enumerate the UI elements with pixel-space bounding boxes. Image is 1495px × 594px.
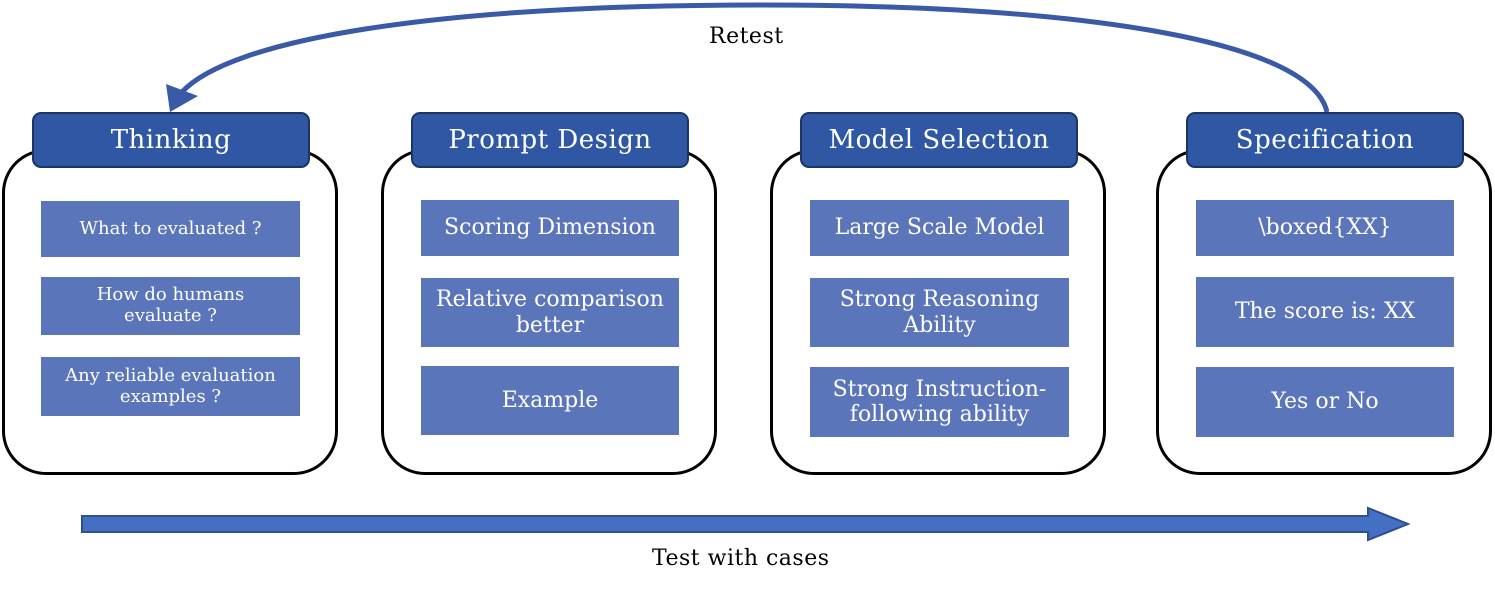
specification-item-2: The score is: XX xyxy=(1196,277,1454,347)
specification-item-3: Yes or No xyxy=(1196,367,1454,437)
test-with-cases-label: Test with cases xyxy=(652,546,830,571)
model-selection-item-2: Strong Reasoning Ability xyxy=(810,278,1069,347)
model-selection-item-1: Large Scale Model xyxy=(810,200,1069,256)
thinking-item-2: How do humans evaluate ? xyxy=(41,277,300,335)
model-selection-title: Model Selection xyxy=(800,112,1078,168)
test-arrow xyxy=(81,506,1411,542)
prompt-design-item-2: Relative comparison better xyxy=(421,278,679,347)
specification-title: Specification xyxy=(1186,112,1464,168)
model-selection-item-3: Strong Instruction-following ability xyxy=(810,367,1069,437)
prompt-design-item-1: Scoring Dimension xyxy=(421,200,679,256)
retest-arrowhead xyxy=(166,84,198,112)
prompt-design-title: Prompt Design xyxy=(411,112,689,168)
retest-arrow xyxy=(180,2,1330,113)
thinking-title: Thinking xyxy=(32,112,310,168)
prompt-design-item-3: Example xyxy=(421,366,679,435)
retest-label: Retest xyxy=(709,24,784,49)
thinking-item-3: Any reliable evaluation examples ? xyxy=(41,357,300,416)
specification-item-1: \boxed{XX} xyxy=(1196,200,1454,256)
thinking-item-1: What to evaluated ? xyxy=(41,201,300,257)
